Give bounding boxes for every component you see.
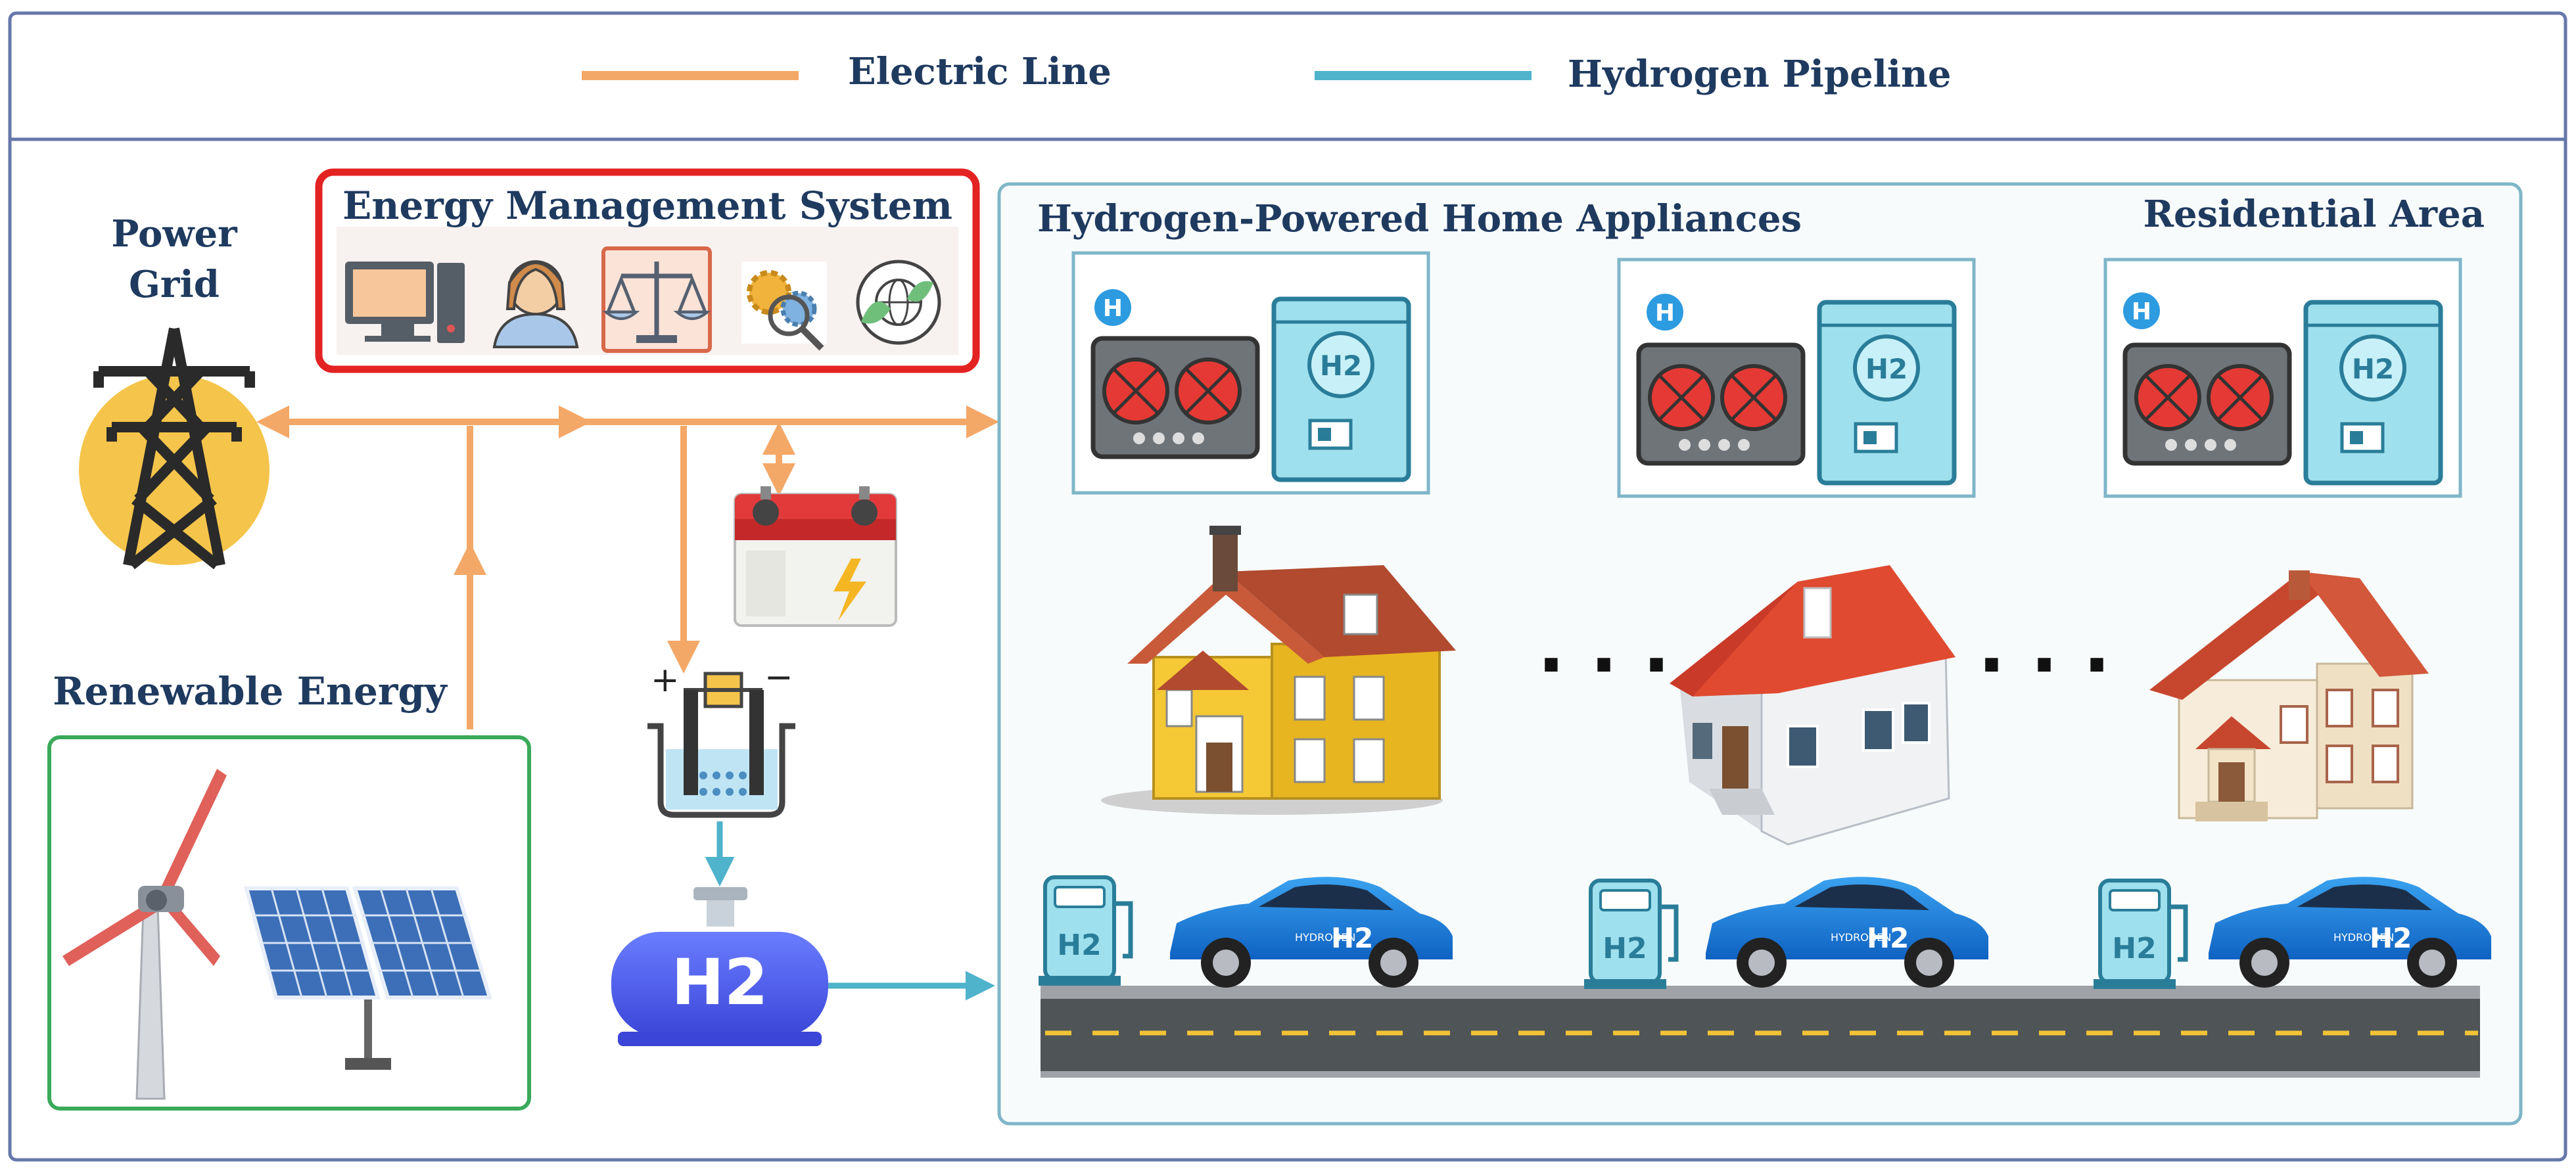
renewable-energy: Renewable Energy xyxy=(47,669,531,1111)
electrolyzer-icon: + − xyxy=(647,658,795,818)
electric-lines xyxy=(256,405,999,729)
power-grid-label-line1: Power xyxy=(111,212,238,256)
h2-badge-icon xyxy=(1647,294,1683,331)
residential-area-title: Residential Area xyxy=(2143,193,2485,236)
renewable-title: Renewable Energy xyxy=(53,669,448,714)
computer-icon xyxy=(345,262,465,343)
h2-badge-icon xyxy=(1094,289,1131,326)
wind-turbine-icon xyxy=(62,769,227,1100)
gear-analysis-icon xyxy=(741,262,827,351)
fuel-station-icon: H2 xyxy=(1584,879,1679,989)
solar-panel-icon xyxy=(244,886,493,1070)
svg-text:−: − xyxy=(764,658,793,697)
fuel-station-icon: H2 xyxy=(2094,879,2188,989)
svg-text:H2: H2 xyxy=(2352,353,2394,385)
ellipsis-2: · · · xyxy=(1978,623,2111,707)
ems-title: Energy Management System xyxy=(342,183,952,228)
h2-badge-icon xyxy=(2123,292,2160,329)
appliances-title: Hydrogen-Powered Home Appliances xyxy=(1037,197,1802,241)
svg-text:H2: H2 xyxy=(1865,353,1908,385)
appliance-card-2: H H2 xyxy=(1617,258,1976,498)
svg-text:H2: H2 xyxy=(2112,932,2156,965)
residential-area: Hydrogen-Powered Home Appliances Residen… xyxy=(997,182,2523,1126)
hydrogen-pipes xyxy=(705,821,995,1001)
svg-text:H2: H2 xyxy=(1320,350,1362,382)
hydrogen-car-icon: HYDROGEN H2 xyxy=(1170,877,1453,988)
svg-text:H2: H2 xyxy=(2370,922,2412,954)
svg-text:H2: H2 xyxy=(1603,932,1647,965)
hydrogen-stove-icon xyxy=(1090,336,1260,459)
hydrogen-stove-icon xyxy=(1636,342,1806,466)
road xyxy=(1041,986,2480,1078)
balance-scale-icon xyxy=(601,246,712,353)
svg-text:HYDROGEN: HYDROGEN xyxy=(1831,931,1891,944)
house-cream-icon xyxy=(2149,570,2429,821)
appliance-card-3: H H2 xyxy=(2103,258,2462,498)
svg-text:H2: H2 xyxy=(1331,922,1373,954)
power-grid: Power Grid xyxy=(79,212,269,570)
legend: Electric Line Hydrogen Pipeline xyxy=(582,50,1952,96)
svg-text:H2: H2 xyxy=(1867,922,1909,954)
svg-text:H: H xyxy=(2132,298,2151,325)
svg-text:HYDROGEN: HYDROGEN xyxy=(1295,931,1355,944)
fuel-station-icon: H2 xyxy=(1039,875,1133,986)
hydrogen-tank: H2 xyxy=(611,887,828,1046)
power-grid-label-line2: Grid xyxy=(129,263,220,306)
hydrogen-water-heater-icon: H2 xyxy=(2303,300,2443,486)
svg-text:+: + xyxy=(651,660,680,700)
svg-text:H: H xyxy=(1103,295,1123,322)
legend-electric-label: Electric Line xyxy=(848,50,1112,93)
energy-management-system: Energy Management System xyxy=(315,168,980,373)
svg-text:H2: H2 xyxy=(1057,929,1101,962)
tank-h2-label: H2 xyxy=(671,946,768,1019)
hydrogen-stove-icon xyxy=(2122,342,2292,466)
svg-text:HYDROGEN: HYDROGEN xyxy=(2333,931,2394,944)
operator-icon xyxy=(492,260,579,348)
house-white-icon xyxy=(1670,565,1955,846)
ellipsis-1: · · · xyxy=(1537,623,1670,707)
svg-text:H: H xyxy=(1655,300,1675,327)
appliance-card-1: H H2 xyxy=(1071,251,1430,495)
hydrogen-water-heater-icon: H2 xyxy=(1817,300,1957,486)
battery-icon xyxy=(734,486,897,627)
hydrogen-car-icon: HYDROGEN H2 xyxy=(1706,877,1988,988)
hydrogen-water-heater-icon: H2 xyxy=(1271,296,1411,482)
house-yellow-icon xyxy=(1101,526,1456,815)
hydrogen-car-icon: HYDROGEN H2 xyxy=(2209,877,2491,988)
transmission-tower-icon xyxy=(93,327,255,570)
eco-globe-icon xyxy=(856,260,941,345)
legend-hydrogen-label: Hydrogen Pipeline xyxy=(1568,53,1952,96)
